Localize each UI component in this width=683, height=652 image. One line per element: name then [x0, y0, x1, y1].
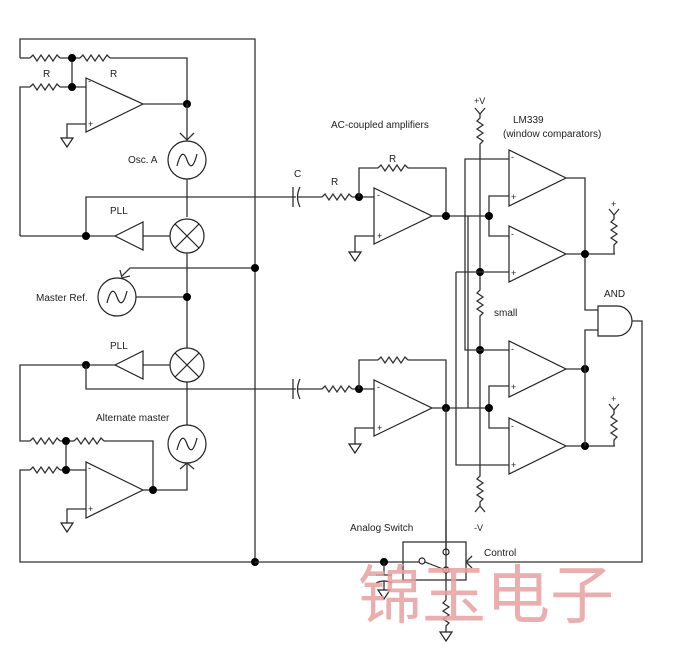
ground-icon: [347, 443, 363, 455]
inv-pin-label: -: [511, 421, 514, 431]
and-gate: [466, 305, 643, 563]
analog-switch-label: Analog Switch: [350, 523, 413, 534]
comparator-4: [508, 417, 568, 475]
alternate-master-source: [153, 424, 207, 491]
osc-a-source: [167, 140, 207, 217]
osc-a-amplifier: [19, 53, 195, 236]
inv-pin-label: -: [511, 344, 514, 354]
sine-wave-icon: [106, 290, 128, 304]
ac-amplifier-bottom: [292, 355, 468, 580]
ground-icon: [376, 589, 392, 601]
resistor-label: R: [389, 154, 396, 165]
inv-pin-label: -: [88, 463, 91, 473]
ground-icon: [438, 631, 454, 643]
resistor-r1: [29, 53, 61, 63]
noninv-pin-label: +: [511, 460, 516, 470]
ac-amplifier-top: [292, 163, 468, 263]
alternate-master-amplifier: [19, 436, 157, 534]
inv-pin-label: -: [377, 382, 380, 392]
alternate-master-label: Alternate master: [96, 413, 170, 424]
node: [581, 250, 589, 258]
mixer-top: [169, 218, 205, 348]
and-gate-label: AND: [604, 289, 625, 300]
noninv-pin-label: +: [88, 119, 93, 129]
plus-v-label: +V: [474, 96, 485, 106]
ground-icon: [59, 137, 75, 149]
small-resistor-label: small: [494, 308, 517, 319]
pullup-plus-label: +: [611, 199, 616, 209]
node: [82, 232, 90, 240]
pll-amp-top: [113, 221, 144, 251]
sine-wave-icon: [176, 153, 198, 167]
resistor-label: R: [331, 177, 338, 188]
resistor-label: R: [43, 69, 50, 80]
resistor-r2: [79, 53, 111, 63]
resistor-label: R: [110, 69, 117, 80]
minus-v-label: -V: [474, 523, 483, 533]
node: [68, 83, 76, 91]
inv-pin-label: -: [377, 190, 380, 200]
inv-pin-label: -: [88, 76, 91, 86]
reference-ladder: [474, 107, 486, 513]
osc-a-label: Osc. A: [128, 155, 158, 166]
node: [251, 264, 259, 272]
master-ref-label: Master Ref.: [36, 293, 88, 304]
pll-amp-bottom: [113, 350, 144, 380]
opamp-alt-master: [85, 461, 145, 519]
mixer-bottom: [169, 347, 205, 425]
noninv-pin-label: +: [377, 231, 382, 241]
inv-pin-label: -: [511, 229, 514, 239]
window-comparators-label: (window comparators): [503, 129, 601, 140]
node: [149, 486, 157, 494]
lm339-label: LM339: [513, 115, 544, 126]
analog-switch: [255, 520, 473, 643]
master-ref-source: [97, 267, 255, 317]
noninv-pin-label: +: [88, 504, 93, 514]
ground-icon: [59, 522, 75, 534]
ac-coupled-label: AC-coupled amplifiers: [331, 120, 429, 131]
ground-icon: [347, 251, 363, 263]
noninv-pin-label: +: [511, 382, 516, 392]
pll-label: PLL: [110, 206, 128, 217]
opamp-osc-a: [85, 77, 145, 133]
comparators: [455, 149, 620, 475]
node: [485, 212, 493, 220]
node: [68, 54, 76, 62]
noninv-pin-label: +: [377, 423, 382, 433]
sine-wave-icon: [176, 437, 198, 451]
noninv-pin-label: +: [511, 268, 516, 278]
node: [442, 212, 450, 220]
comparator-1: [508, 149, 568, 207]
pullup-plus-label: +: [611, 394, 616, 404]
pll-label: PLL: [110, 341, 128, 352]
watermark-text: 锦玉电子: [358, 560, 614, 634]
opamp-ac-top: [373, 187, 434, 245]
node: [62, 466, 70, 474]
comparator-2: [508, 225, 568, 283]
node: [485, 404, 493, 412]
control-label: Control: [484, 548, 516, 559]
outer-bus-wires: [19, 38, 256, 563]
capacitor-label: C: [294, 169, 301, 180]
noninv-pin-label: +: [511, 192, 516, 202]
inv-pin-label: -: [511, 152, 514, 162]
opamp-ac-bottom: [373, 379, 434, 437]
node: [183, 293, 191, 301]
comparator-3: [508, 340, 568, 398]
node: [62, 437, 70, 445]
